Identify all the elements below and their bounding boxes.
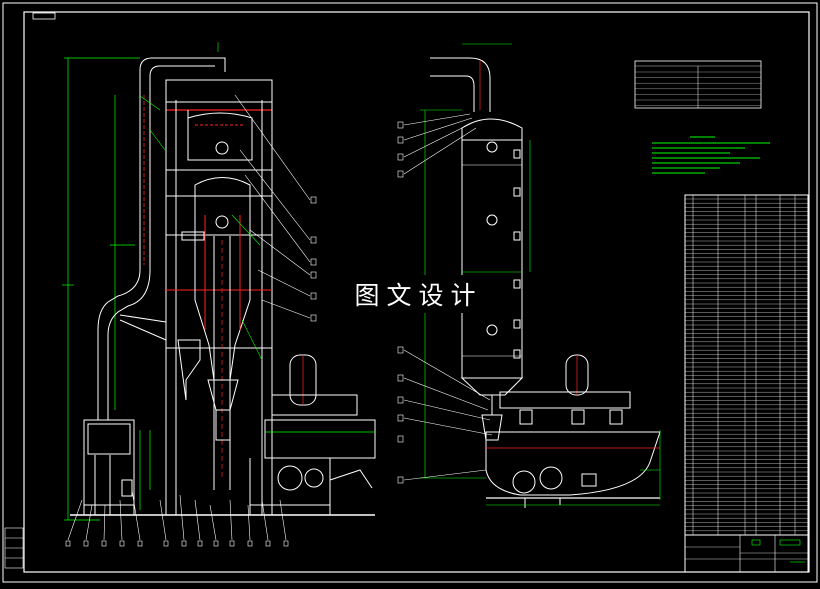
inner-frame bbox=[23, 11, 810, 573]
right-leader-lines bbox=[403, 113, 493, 481]
parameter-table bbox=[634, 60, 762, 109]
right-part-label-boxes bbox=[397, 121, 404, 484]
left-part-label-boxes bbox=[65, 196, 317, 547]
left-note-marks bbox=[139, 42, 263, 361]
left-leader-lines bbox=[67, 94, 311, 541]
left-elevation-view bbox=[62, 42, 376, 547]
technical-notes bbox=[652, 136, 770, 174]
right-column-nozzles bbox=[513, 149, 521, 359]
right-side-view bbox=[397, 43, 661, 508]
drawing-code-box bbox=[32, 12, 56, 20]
watermark-text: 图文设计 bbox=[336, 275, 501, 313]
left-dimension-lines bbox=[62, 57, 151, 521]
right-dryer-feet bbox=[519, 409, 623, 425]
right-dimension-lines bbox=[420, 109, 661, 506]
parts-list-table bbox=[684, 194, 809, 536]
title-block bbox=[684, 534, 809, 573]
